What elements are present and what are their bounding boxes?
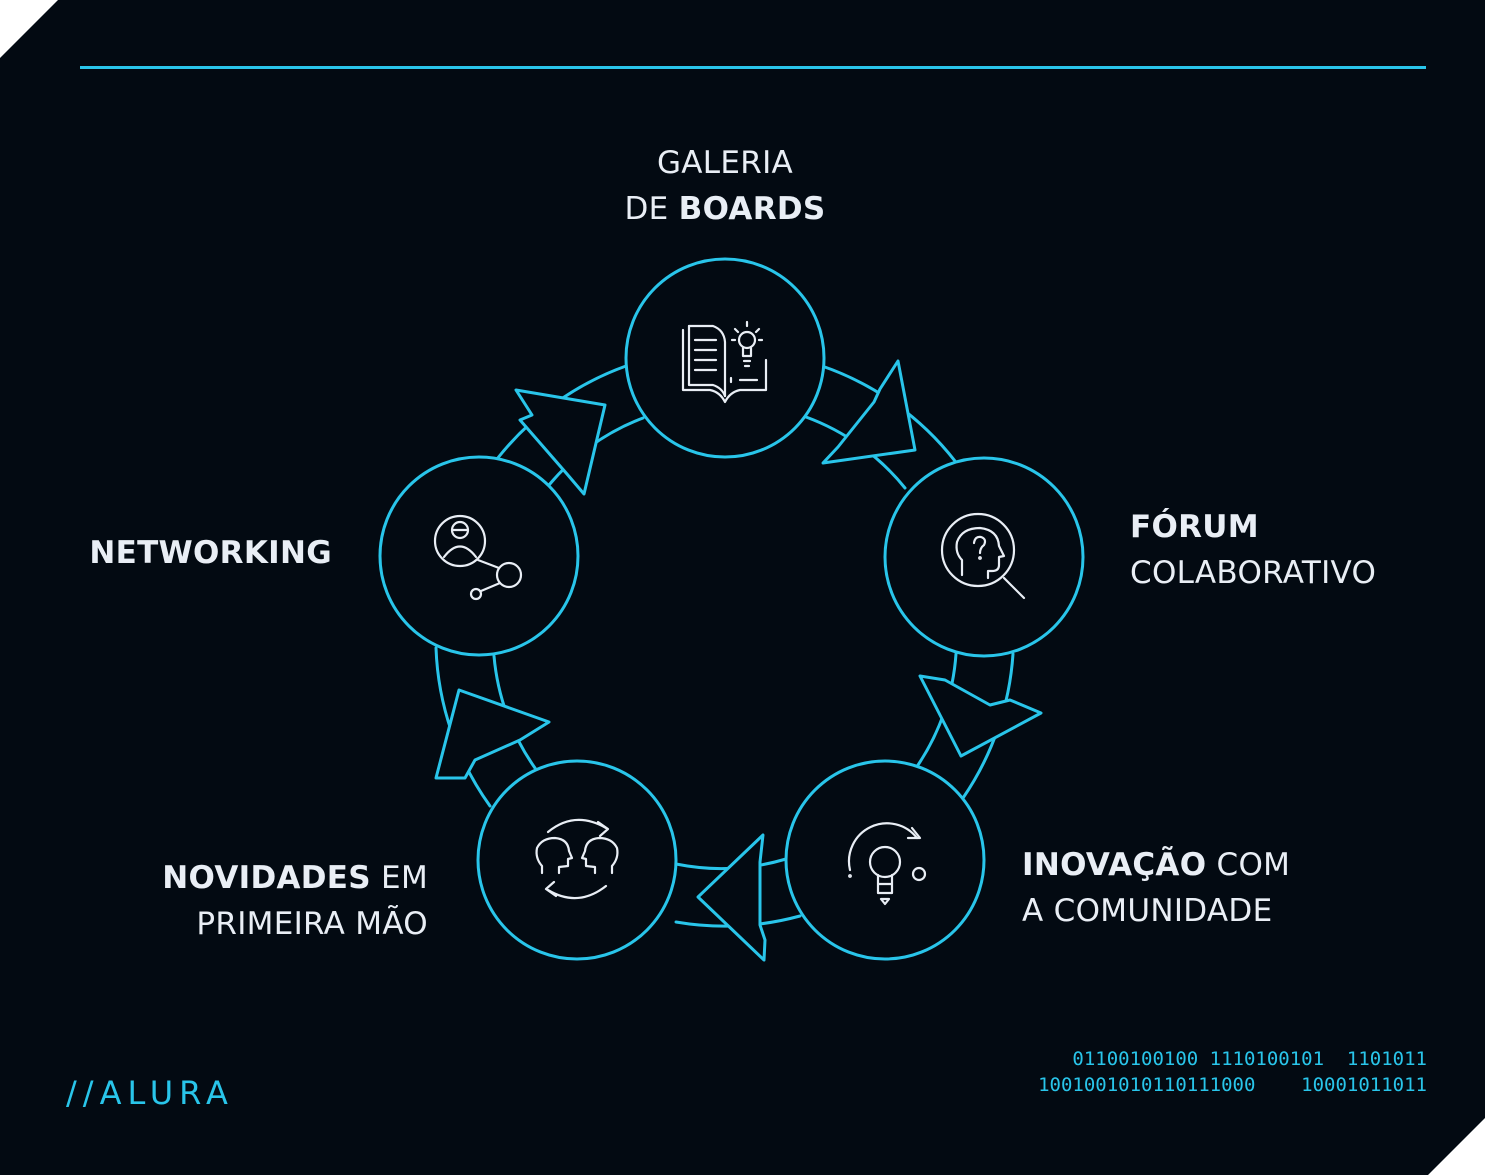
label-text: GALERIA — [656, 145, 794, 181]
label-bold-text: BOARDS — [678, 191, 826, 227]
label-text: COM — [1206, 847, 1291, 883]
cycle-arrowhead — [821, 359, 917, 465]
head-question-magnifier-icon — [940, 512, 1026, 600]
binary-line: 1001001010110111000 10001011011 — [1038, 1074, 1427, 1096]
cycle-arrowhead — [514, 388, 607, 496]
label-galeria-de-boards: GALERIA DE BOARDS — [525, 140, 925, 232]
label-networking: NETWORKING — [60, 530, 332, 576]
label-text: EM — [370, 860, 428, 896]
lightbulb-idea-icon — [847, 822, 927, 906]
book-lightbulb-icon — [681, 320, 768, 404]
label-forum-colaborativo: FÓRUM COLABORATIVO — [1130, 504, 1376, 596]
label-text: PRIMEIRA MÃO — [196, 906, 428, 942]
label-novidades-em-primeira-mao: NOVIDADES EM PRIMEIRA MÃO — [60, 855, 428, 947]
cycle-arrowhead — [696, 833, 767, 962]
top-divider-line — [80, 66, 1426, 69]
label-inovacao-com-a-comunidade: INOVAÇÃO COM A COMUNIDADE — [1022, 842, 1290, 934]
label-text: COLABORATIVO — [1130, 555, 1377, 591]
binary-code-decoration: 01100100100 1110100101 1101011 100100101… — [1038, 1046, 1427, 1098]
cycle-arrowhead — [918, 674, 1043, 758]
label-bold-text: NOVIDADES — [162, 860, 371, 896]
label-text: A COMUNIDADE — [1022, 893, 1273, 929]
node-circle-right — [883, 456, 1085, 658]
alura-logo: //ALURA — [66, 1074, 234, 1112]
node-circle-bottom-right — [784, 759, 986, 961]
label-bold-text: NETWORKING — [89, 535, 332, 571]
binary-line: 01100100100 1110100101 1101011 — [1072, 1048, 1427, 1070]
person-network-icon — [433, 514, 523, 601]
label-bold-text: FÓRUM — [1130, 509, 1259, 545]
cycle-arrowhead — [434, 688, 551, 780]
label-bold-text: INOVAÇÃO — [1022, 847, 1207, 883]
node-circle-bottom-left — [476, 759, 678, 961]
two-heads-exchange-icon — [535, 818, 619, 900]
label-text: DE — [624, 191, 679, 227]
